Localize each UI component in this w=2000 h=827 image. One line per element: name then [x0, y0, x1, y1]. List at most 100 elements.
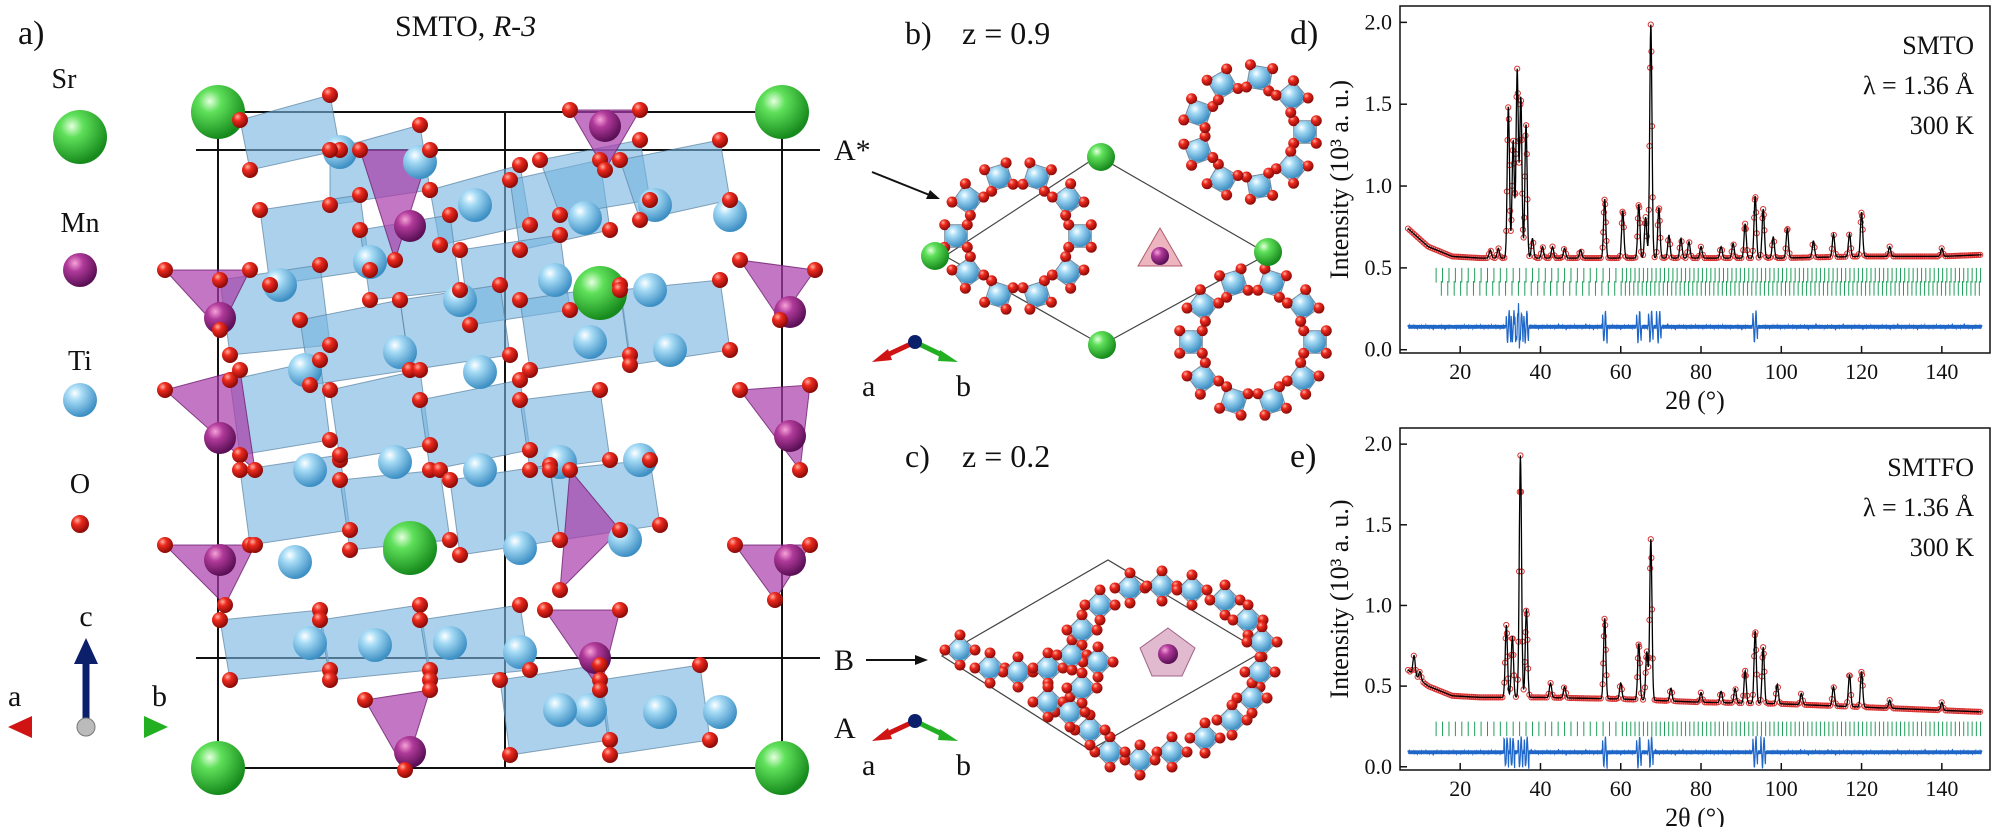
observed-point: [1416, 668, 1423, 676]
o-atom: [1295, 357, 1307, 369]
o-atom: [1310, 115, 1322, 127]
o-atom: [292, 312, 308, 328]
o-atom: [452, 282, 468, 298]
o-atom: [532, 152, 548, 168]
o-atom: [1273, 381, 1285, 393]
o-atom: [1149, 754, 1161, 766]
o-atom: [1232, 170, 1244, 182]
o-atom: [1078, 264, 1090, 276]
o-atom: [1288, 177, 1300, 189]
o-atom: [1235, 263, 1247, 275]
o-atom: [222, 347, 238, 363]
x-tick-label: 60: [1610, 359, 1632, 384]
ti-atom: [1304, 331, 1326, 353]
o-atom: [1267, 189, 1279, 201]
mn-tetrahedron: [359, 149, 431, 262]
o-atom: [767, 592, 783, 608]
o-atom: [232, 112, 248, 128]
ti-atom: [1222, 272, 1245, 295]
o-atom: [1235, 409, 1247, 421]
observed-point: [1559, 253, 1566, 261]
mn-atom: [394, 736, 426, 768]
o-atom: [212, 272, 228, 288]
o-atom: [512, 392, 528, 408]
o-atom: [1045, 296, 1057, 308]
o-atom: [242, 162, 258, 178]
o-atom: [217, 597, 233, 613]
chart-annotation-line: λ = 1.36 Å: [1863, 493, 1974, 522]
o-atom: [352, 142, 368, 158]
o-atom: [1239, 666, 1251, 678]
panel-e-label: e): [1290, 438, 1316, 475]
legend-mn-label: Mn: [61, 208, 100, 239]
panel-b: b) z = 0.9 a b: [862, 15, 1332, 421]
o-atom: [1186, 569, 1198, 581]
ti-atom: [458, 188, 492, 222]
o-atom: [1256, 621, 1268, 633]
o-atom: [157, 537, 173, 553]
mn-atom: [774, 544, 806, 576]
o-atom: [1240, 81, 1252, 93]
y-tick-label: 0.0: [1365, 337, 1393, 362]
o-atom: [222, 672, 238, 688]
o-atom: [512, 292, 528, 308]
ti-atom: [1292, 294, 1315, 317]
sr-atom: [573, 266, 627, 320]
o-atom: [1042, 681, 1054, 693]
sr-atom: [191, 85, 245, 139]
panel-c-axes: a b: [862, 714, 971, 782]
ti-atom: [463, 453, 497, 487]
o-atom: [1313, 302, 1325, 314]
observed-point: [1422, 241, 1429, 248]
mn-atom: [1158, 644, 1178, 664]
o-atom: [232, 362, 248, 378]
o-atom: [1051, 649, 1063, 661]
o-atom: [612, 152, 628, 168]
o-atom: [322, 432, 338, 448]
o-atom: [252, 202, 268, 218]
ti-atom: [1008, 662, 1028, 682]
ti-atom: [543, 693, 577, 727]
o-atom: [1254, 651, 1266, 663]
observed-point: [1412, 232, 1419, 239]
ti-atom: [1130, 750, 1150, 770]
x-tick-label: 20: [1449, 359, 1471, 384]
observed-point: [1410, 230, 1417, 237]
o-atom: [1181, 370, 1193, 382]
ti-atom: [1248, 66, 1271, 89]
o-atom: [1057, 662, 1069, 674]
o-atom: [946, 264, 958, 276]
panel-c-label: c): [905, 438, 930, 474]
o-atom: [732, 252, 748, 268]
o-atom: [1076, 667, 1088, 679]
y-tick-label: 2.0: [1365, 9, 1393, 34]
ti-atom: [623, 443, 657, 477]
observed-point: [1404, 225, 1412, 232]
o-atom: [592, 682, 608, 698]
o-atom: [979, 164, 991, 176]
panel-c-structure: [939, 559, 1283, 781]
o-atom: [1092, 671, 1104, 683]
o-atom: [1174, 347, 1186, 359]
o-atom: [1263, 167, 1275, 179]
o-atom: [1024, 157, 1036, 169]
x-tick-label: 100: [1765, 359, 1798, 384]
ti-atom: [1026, 283, 1049, 306]
ti-atom: [278, 545, 312, 579]
o-atom: [422, 182, 438, 198]
ti-atom: [463, 355, 497, 389]
o-atom: [1078, 196, 1090, 208]
o-atom: [562, 462, 578, 478]
o-atom: [1295, 315, 1307, 327]
reflection-ticks: [1435, 267, 1982, 296]
o-atom: [512, 157, 528, 173]
o-atom: [222, 372, 238, 388]
o-atom: [1214, 402, 1226, 414]
y-tick-label: 1.5: [1365, 91, 1393, 116]
o-atom: [1000, 303, 1012, 315]
o-atom: [1181, 746, 1193, 758]
ti-atom: [1038, 658, 1058, 678]
o-atom: [1207, 152, 1219, 164]
o-atom: [592, 657, 608, 673]
